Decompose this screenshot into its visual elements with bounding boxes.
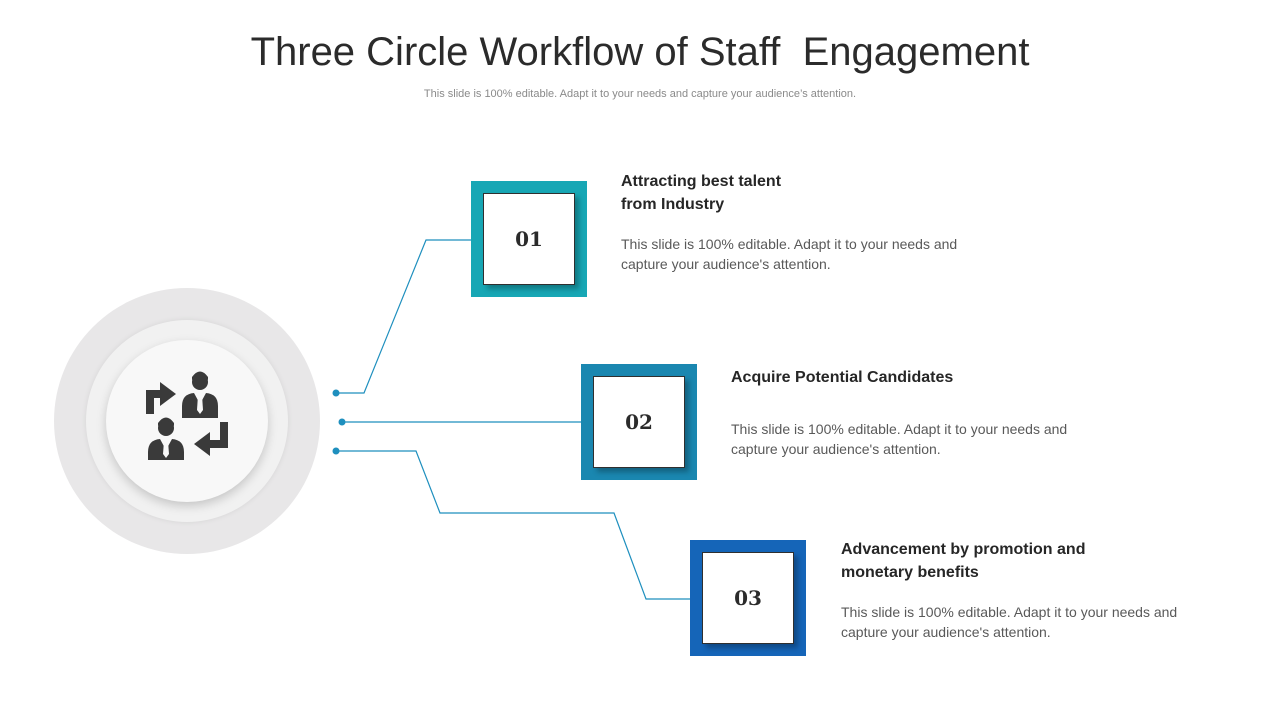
connector-dot-02 (338, 418, 346, 426)
step-01-frame: 01 (471, 181, 587, 297)
step-02-description: This slide is 100% editable. Adapt it to… (731, 421, 1068, 457)
step-02-heading: Acquire Potential Candidates (731, 369, 954, 386)
step-03-heading: Advancement by promotion and monetary be… (841, 541, 1086, 581)
connector-line-03 (336, 450, 691, 600)
step-02-number: 02 (593, 376, 685, 468)
slide-subtitle: This slide is 100% editable. Adapt it to… (423, 88, 857, 100)
step-01-description: This slide is 100% editable. Adapt it to… (621, 236, 958, 272)
slide-title: Three Circle Workflow of Staff Engagemen… (250, 30, 1030, 74)
step-03-frame: 03 (690, 540, 806, 656)
step-02-frame: 02 (581, 364, 697, 480)
connector-dot-01 (332, 389, 340, 397)
people-exchange-icon (146, 371, 228, 460)
step-01-number: 01 (483, 193, 575, 285)
connector-line-01 (336, 239, 472, 394)
hub-inner-circle (106, 340, 268, 502)
step-03-number: 03 (702, 552, 794, 644)
step-01-heading: Attracting best talent from Industry (621, 173, 782, 213)
connector-dot-03 (332, 447, 340, 455)
step-03-description: This slide is 100% editable. Adapt it to… (841, 604, 1178, 640)
